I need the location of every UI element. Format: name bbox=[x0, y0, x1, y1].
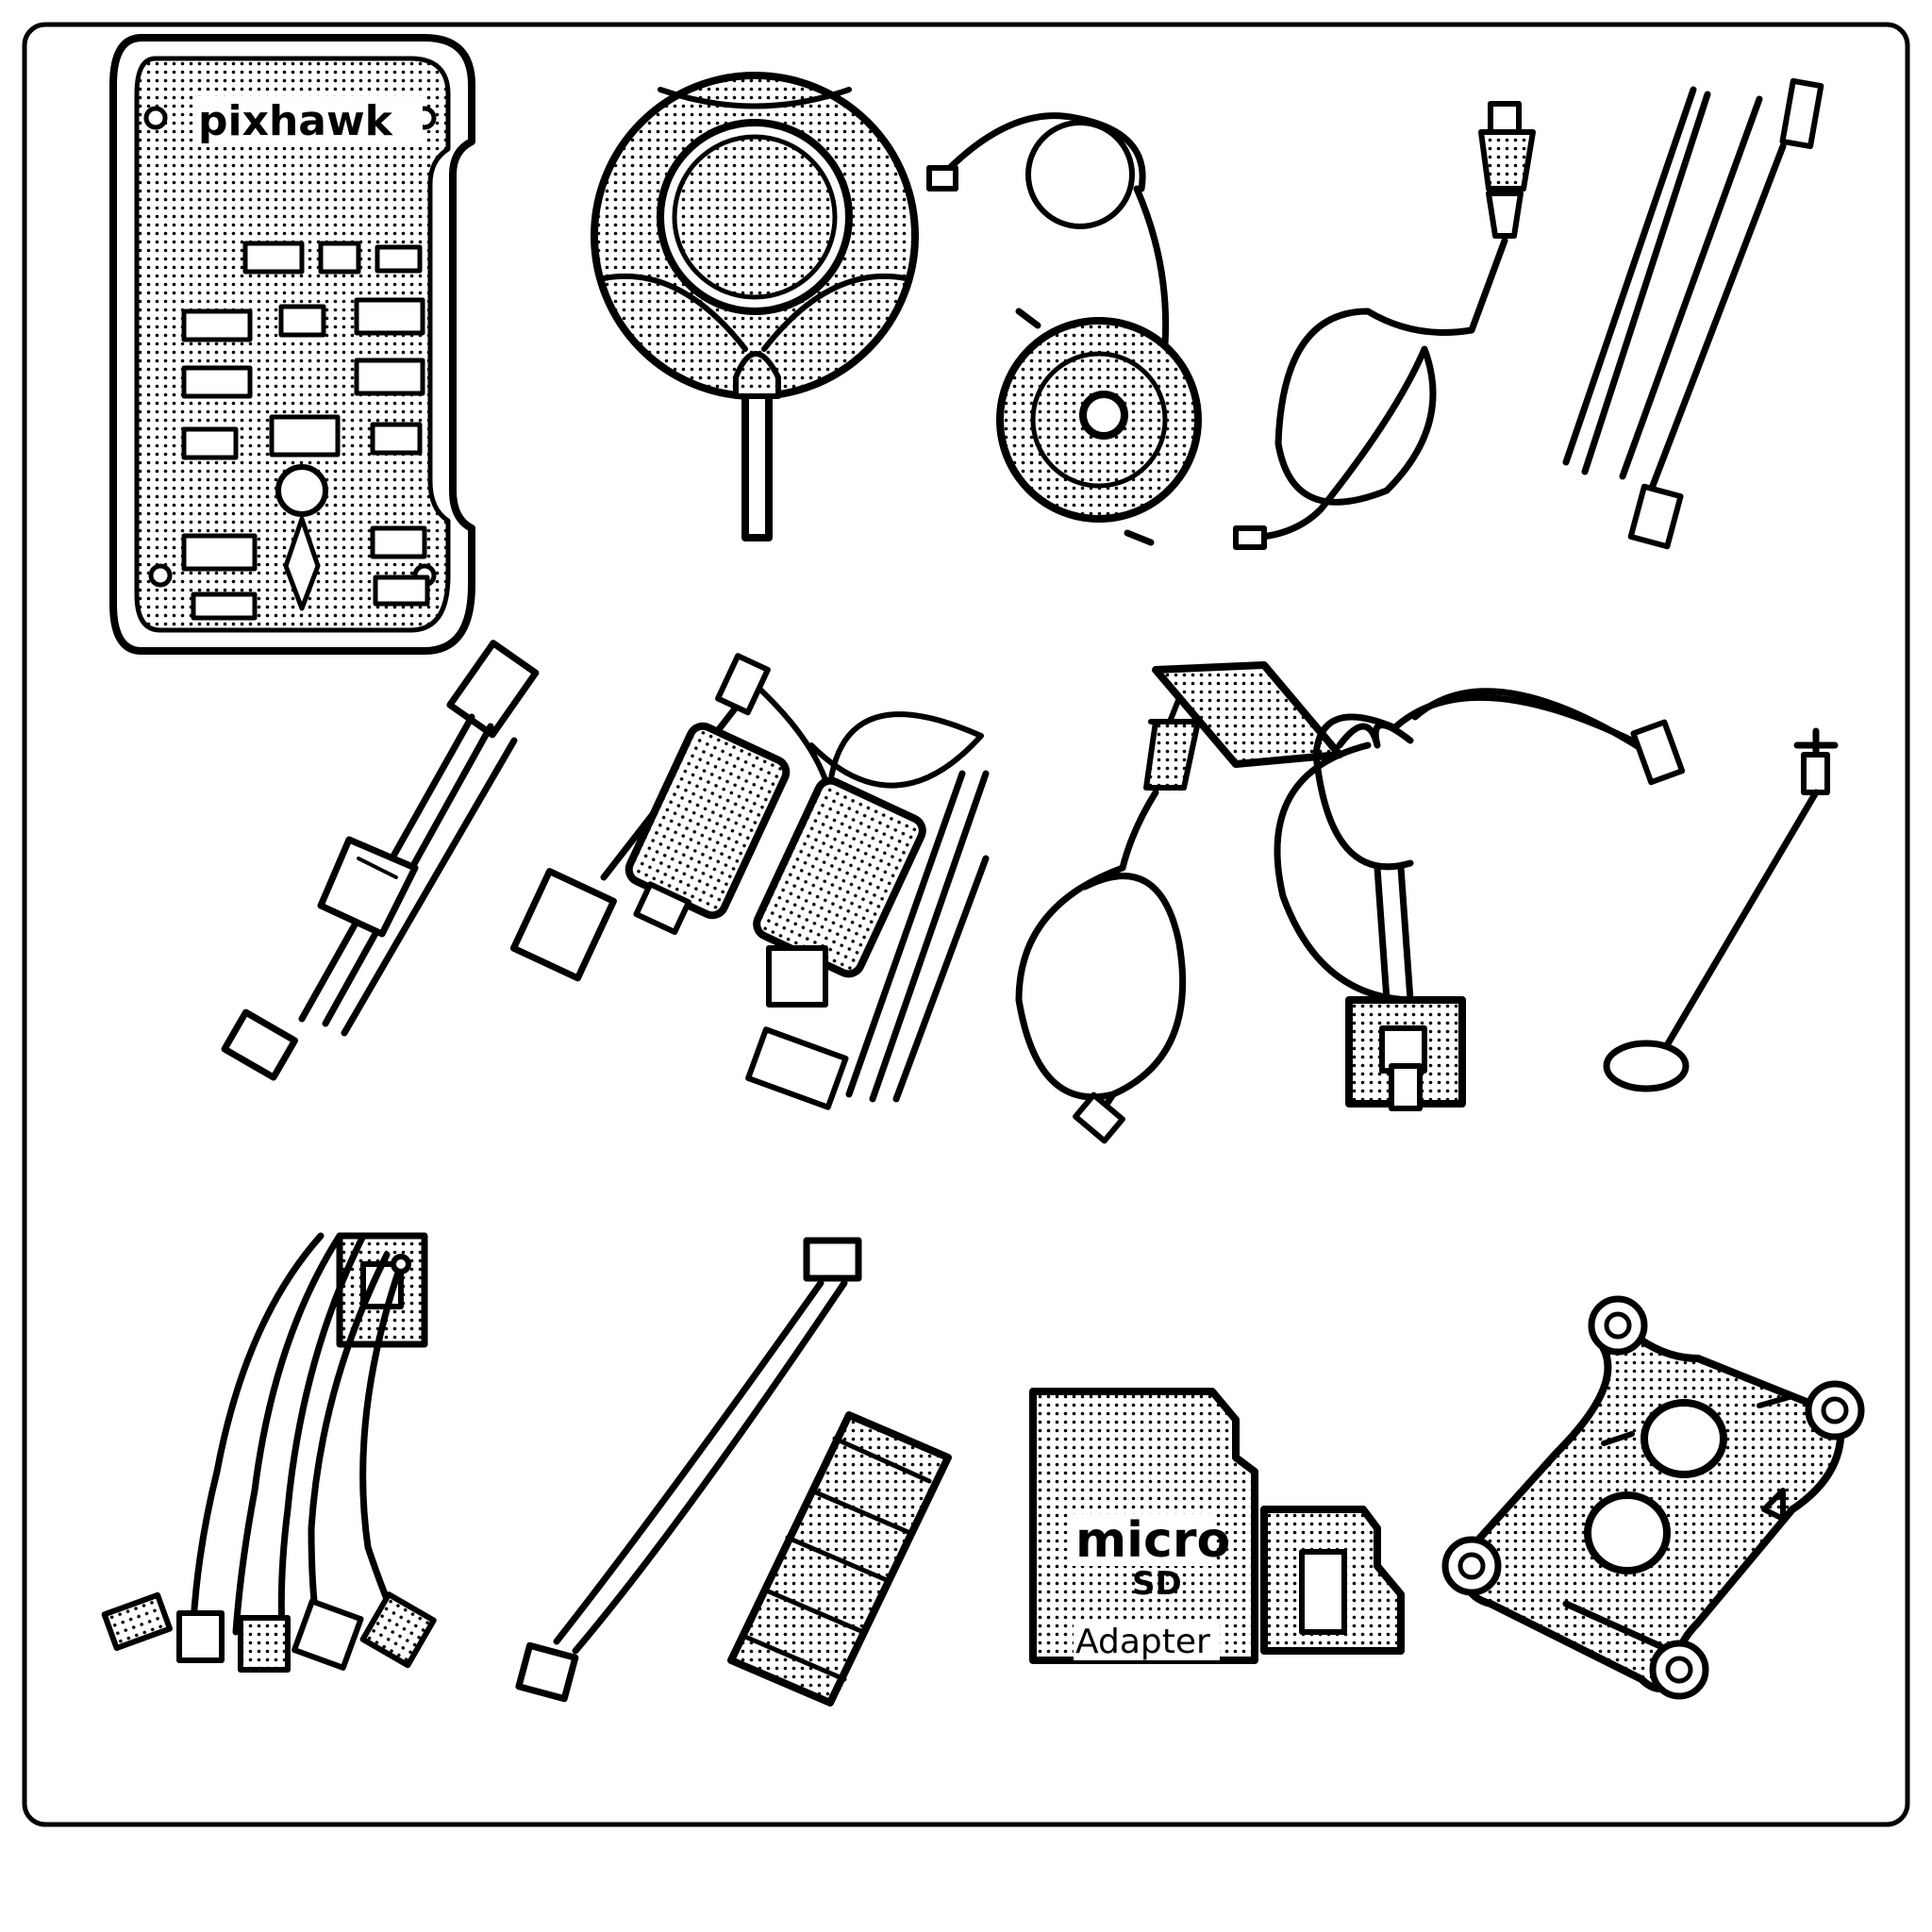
microsd-card-icon: micro SD Adapter bbox=[1029, 1388, 1258, 1664]
ppm-encoder-cable-icon bbox=[1274, 688, 1686, 1111]
buzzer-icon bbox=[926, 112, 1202, 546]
sd-logo-mark: SD bbox=[1132, 1565, 1182, 1603]
sd-card-word: micro bbox=[1075, 1512, 1230, 1569]
gps-module-icon bbox=[591, 72, 919, 541]
jumper-cable-icon bbox=[515, 1237, 862, 1703]
safety-switch-cable-icon bbox=[1233, 101, 1536, 550]
cable-harness-icon bbox=[101, 1232, 437, 1673]
flight-controller-icon: pixhawk bbox=[109, 34, 475, 655]
mounting-plate-icon bbox=[1441, 1295, 1865, 1700]
sd-adapter-icon bbox=[1260, 1506, 1405, 1655]
power-module-icon bbox=[221, 640, 540, 1081]
servo-cable-icon bbox=[1562, 77, 1824, 550]
header-strip-icon bbox=[727, 1411, 952, 1707]
gps-mast-icon bbox=[1603, 727, 1839, 1092]
i2c-splitter-icon bbox=[1015, 661, 1343, 1144]
controller-brand-label: pixhawk bbox=[198, 97, 394, 145]
adapter-word: Adapter bbox=[1075, 1623, 1210, 1661]
outer-frame bbox=[22, 22, 1910, 1827]
telemetry-radio-icon bbox=[509, 653, 990, 1110]
